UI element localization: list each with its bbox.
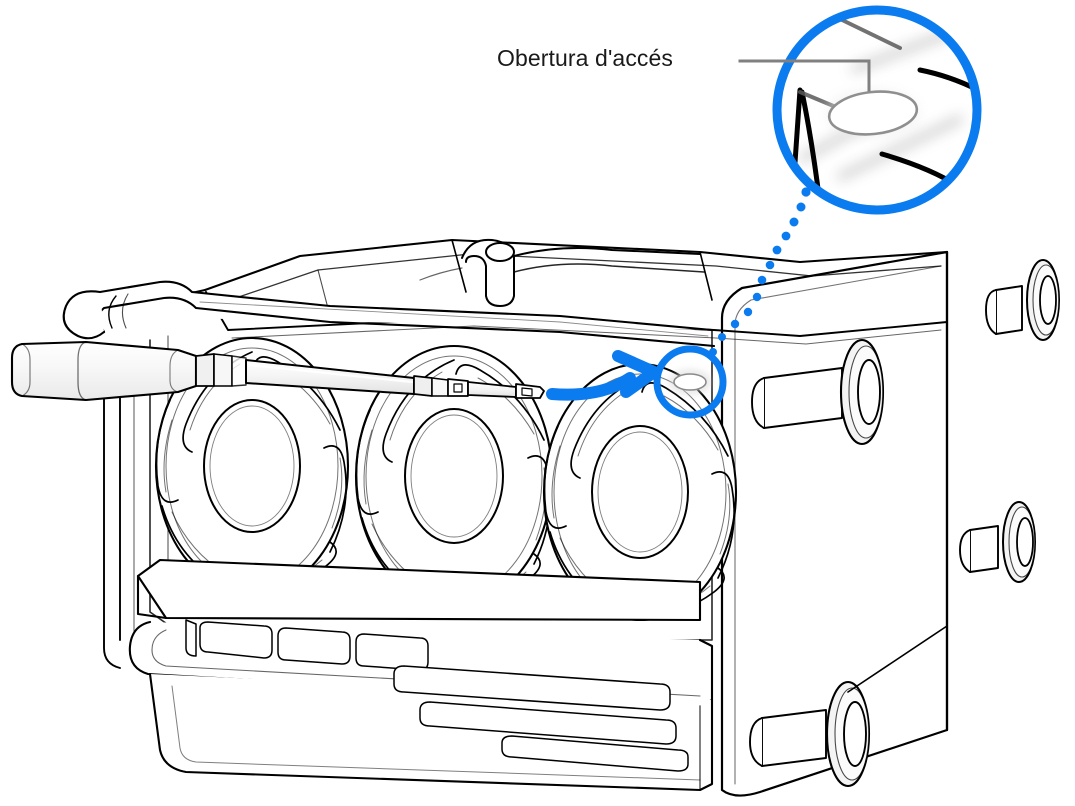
dotted-connector-line — [709, 187, 811, 356]
foot-mount-top-right — [985, 259, 1060, 341]
access-hole — [671, 372, 709, 392]
callout-leader-line — [738, 59, 871, 92]
top-cable-clip — [419, 238, 705, 307]
screwdriver-handle — [10, 340, 198, 402]
insertion-arrow — [546, 350, 660, 401]
foot-mount-bottom — [749, 625, 948, 788]
callout-label-access-opening: Obertura d'accés — [497, 45, 674, 71]
screwdriver-ferrule — [195, 353, 247, 387]
screwdriver-hex-bit — [467, 381, 545, 399]
magnifier-ring — [772, 5, 982, 215]
access-hole-target-circle — [653, 345, 727, 419]
foot-mount-middle — [751, 338, 885, 446]
magnifier-contents — [777, 10, 977, 210]
screwdriver — [10, 340, 545, 402]
fan-3 — [542, 362, 738, 622]
fan-1 — [154, 336, 350, 596]
mac-pro-fan-module — [62, 238, 1060, 797]
bottom-vent-rail — [128, 558, 714, 792]
foot-mount-lower-right — [959, 501, 1036, 583]
screwdriver-bit-collar — [413, 375, 469, 397]
magnifier-callout — [772, 5, 982, 215]
top-rail — [62, 280, 716, 348]
